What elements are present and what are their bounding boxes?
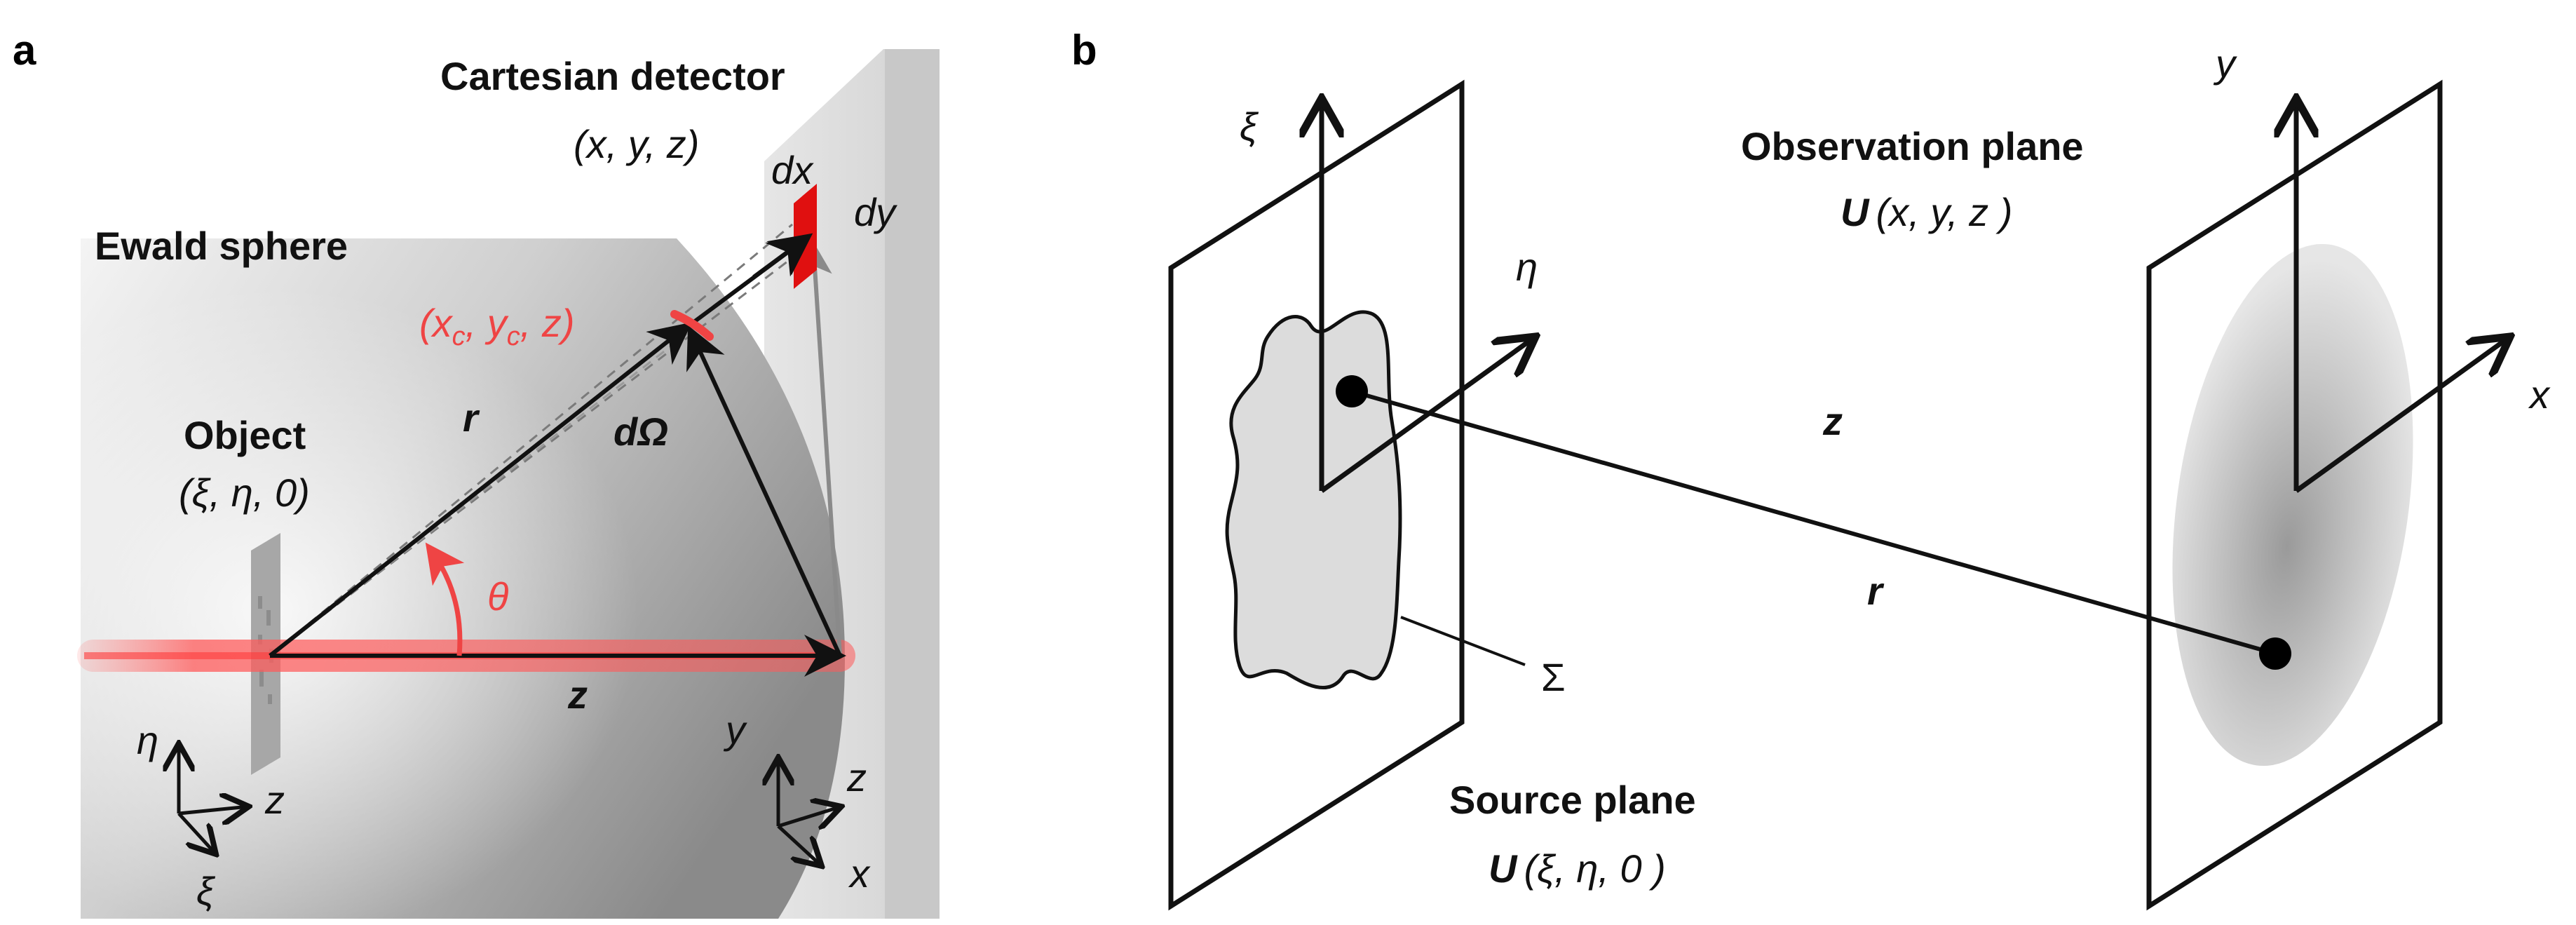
x-label: x	[2528, 372, 2551, 417]
detector-coords: (x, y, z)	[574, 122, 699, 166]
detector-wall-edge	[885, 49, 940, 919]
object-coords: (ξ, η, 0)	[179, 471, 310, 515]
xc-label: (xc, yc, z)	[419, 301, 575, 351]
x-axis	[2294, 337, 2510, 493]
object-axes	[179, 743, 249, 854]
r-label: r	[463, 396, 480, 440]
theta-arc	[425, 542, 465, 656]
solid-angle-arc	[670, 310, 714, 341]
aperture-blob	[1225, 310, 1402, 690]
xi-label: ξ	[1240, 104, 1259, 149]
grey-arrow	[798, 241, 842, 656]
r-vector	[269, 322, 693, 658]
panel-b-letter: b	[1071, 27, 1097, 74]
y-label: y	[2213, 41, 2237, 86]
ewald-sphere-label: Ewald sphere	[95, 224, 348, 268]
detector-axis-z: z	[846, 755, 867, 799]
detector-axis-x: x	[848, 851, 871, 896]
observation-point	[2259, 637, 2291, 670]
source-eq: U(ξ, η, 0 )	[1489, 846, 1666, 891]
y-label-a: y	[723, 708, 747, 752]
z-label-b: z	[1822, 399, 1843, 443]
diffraction-spot	[2172, 243, 2413, 767]
theta-label: θ	[487, 574, 508, 619]
observation-plane	[2146, 79, 2443, 911]
object-axis-eta: η	[137, 718, 158, 762]
eta-label: η	[1516, 245, 1538, 289]
panel-a: a	[13, 27, 940, 919]
domega-label: dΩ	[614, 410, 668, 454]
q-vector	[686, 325, 842, 657]
panel-b: b ξ η y x Observation plane U(x, y, z ) …	[1071, 27, 2551, 911]
r-label-b: r	[1867, 569, 1885, 613]
dashed-ray-upper-1	[269, 223, 793, 657]
source-point	[1336, 375, 1368, 407]
source-plane	[1168, 79, 1465, 911]
sigma-leader	[1400, 616, 1526, 666]
object-title: Object	[184, 413, 306, 457]
object-axis-xi: ξ	[196, 869, 216, 913]
object-axis-z: z	[264, 778, 285, 822]
observation-title: Observation plane	[1741, 124, 2084, 168]
detector-title: Cartesian detector	[440, 54, 785, 98]
panel-a-letter: a	[13, 27, 36, 74]
dy-label: dy	[854, 190, 897, 234]
detector-ray-arrow-tip	[752, 233, 813, 279]
source-title: Source plane	[1449, 778, 1696, 822]
dx-label: dx	[771, 148, 814, 192]
detector-axes	[778, 757, 841, 866]
r-line	[1351, 389, 2276, 656]
observation-eq: U(x, y, z )	[1841, 190, 2012, 234]
z-label-a: z	[567, 673, 588, 717]
sigma-label: Σ	[1541, 655, 1566, 699]
